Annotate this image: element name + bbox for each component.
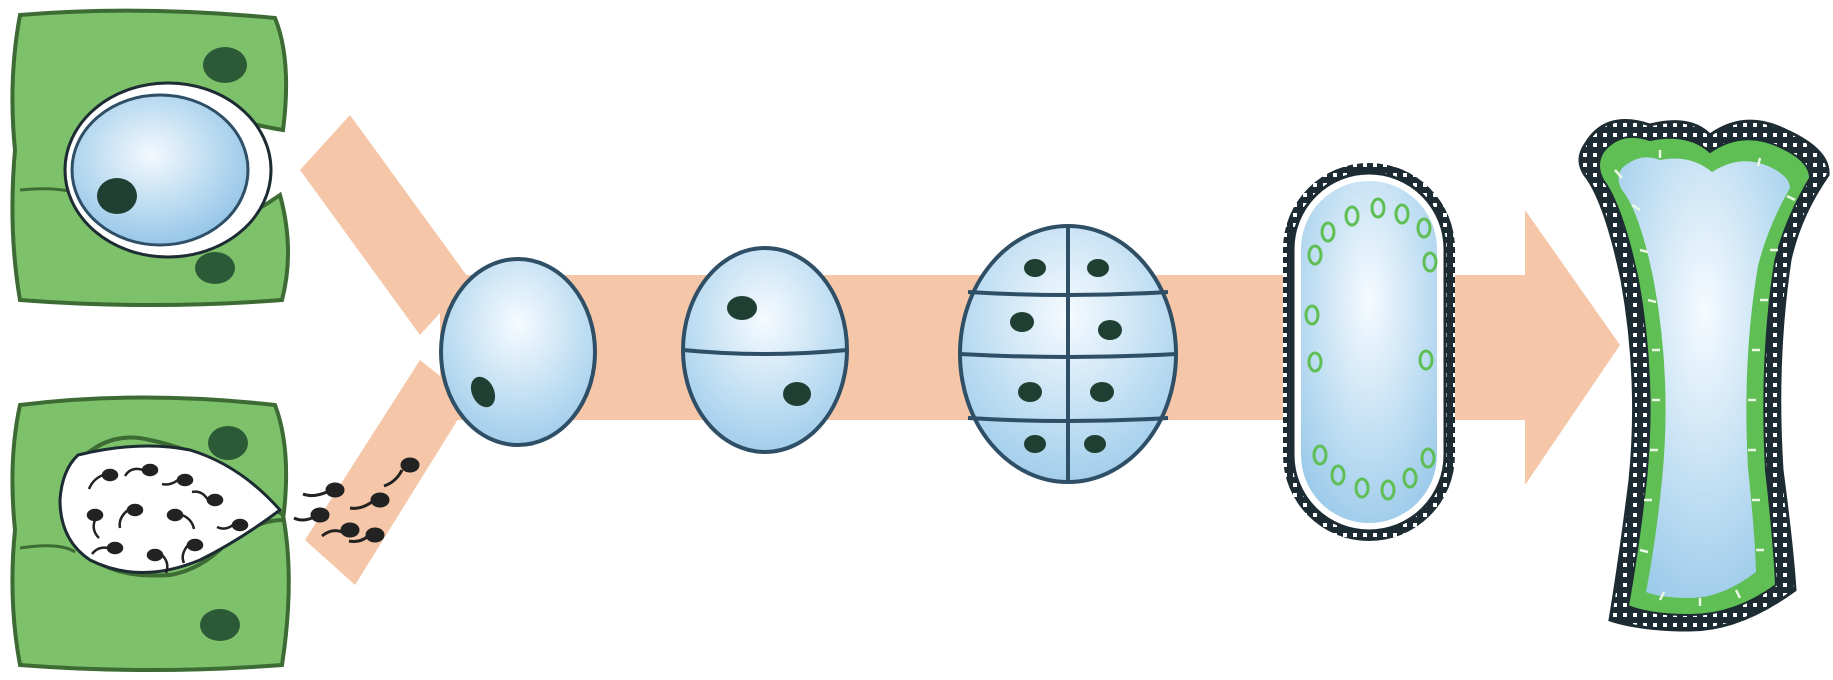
antheridium-sperm-icon (12, 398, 418, 671)
egg-cell (72, 95, 248, 245)
two-cell-embryo-icon (683, 248, 847, 452)
archegonium-egg-icon (12, 11, 288, 305)
early-embryo-icon (1283, 163, 1455, 541)
late-embryo-icon (1580, 121, 1828, 631)
eight-cell-embryo-icon (960, 226, 1176, 482)
zygote-icon (441, 259, 595, 445)
